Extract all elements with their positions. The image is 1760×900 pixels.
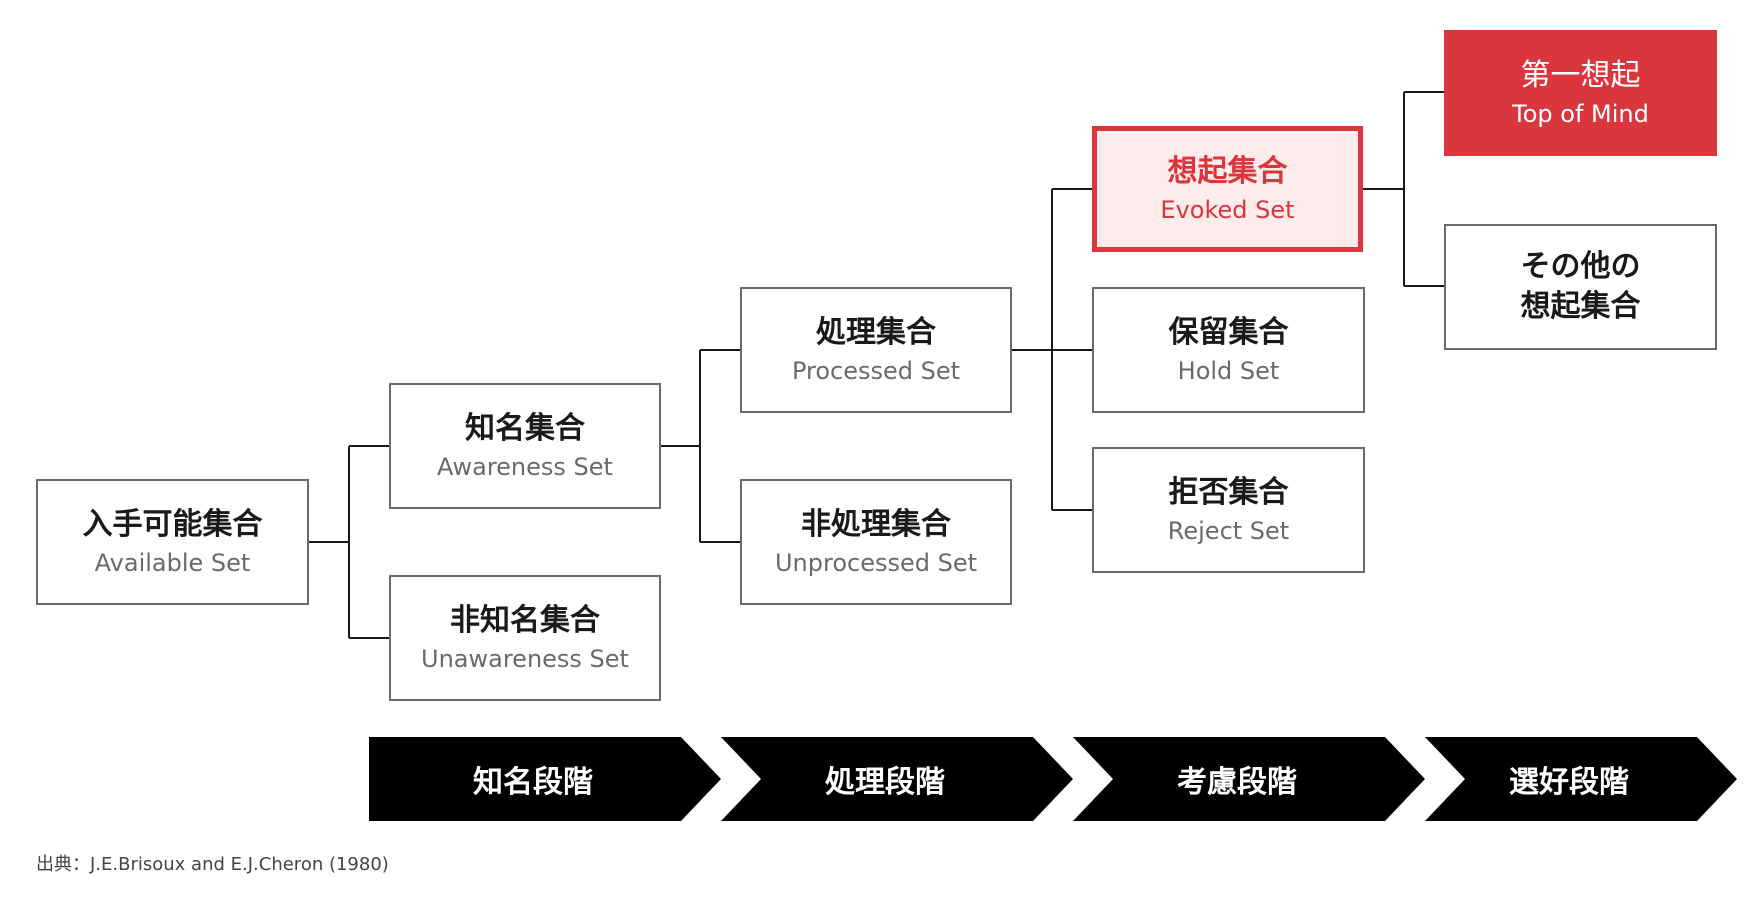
node-unawareness-set-jp: 非知名集合 [450,603,600,638]
node-processed-set-jp: 処理集合 [816,315,936,350]
node-unawareness-set-en: Unawareness Set [421,645,629,673]
stage-arrow-processing: 処理段階 [721,737,1073,821]
stage-arrow-preference: 選好段階 [1425,737,1737,821]
chevron-arrow-icon [1425,737,1737,821]
node-top-of-mind-en: Top of Mind [1512,100,1649,128]
node-other-evoked-set: その他の 想起集合 [1444,224,1717,350]
stage-arrow-consideration: 考慮段階 [1073,737,1425,821]
source-citation: 出典：J.E.Brisoux and E.J.Cheron (1980) [36,854,389,875]
node-awareness-set: 知名集合 Awareness Set [389,383,661,509]
node-hold-set: 保留集合 Hold Set [1092,287,1365,413]
node-top-of-mind-jp: 第一想起 [1520,58,1641,93]
stage-label-preference: 選好段階 [1509,765,1629,800]
node-top-of-mind: 第一想起 Top of Mind [1444,30,1717,156]
node-unawareness-set: 非知名集合 Unawareness Set [389,575,661,701]
node-hold-set-en: Hold Set [1177,357,1280,385]
node-available-set: 入手可能集合 Available Set [36,479,309,605]
stage-label-processing: 処理段階 [825,765,945,800]
stage-label-awareness: 知名段階 [473,765,593,800]
node-unprocessed-set-jp: 非処理集合 [801,507,951,542]
node-unprocessed-set-en: Unprocessed Set [774,549,978,577]
node-evoked-set-jp: 想起集合 [1167,154,1288,189]
node-processed-set-en: Processed Set [791,357,961,385]
node-reject-set: 拒否集合 Reject Set [1092,447,1365,573]
stage-arrow-awareness: 知名段階 [369,737,721,821]
chevron-arrow-icon [1073,737,1425,821]
stage-label-consideration: 考慮段階 [1177,765,1297,800]
node-available-set-jp: 入手可能集合 [82,507,263,542]
node-reject-set-jp: 拒否集合 [1168,475,1289,510]
chevron-arrow-icon [721,737,1073,821]
node-other-evoked-line1: その他の [1520,249,1641,284]
node-evoked-set-en: Evoked Set [1160,196,1295,224]
node-available-set-en: Available Set [94,549,251,577]
node-other-evoked-line2: 想起集合 [1520,289,1641,324]
node-awareness-set-jp: 知名集合 [465,411,585,446]
node-awareness-set-en: Awareness Set [437,453,613,481]
chevron-arrow-icon [369,737,721,821]
node-reject-set-en: Reject Set [1167,517,1290,545]
node-hold-set-jp: 保留集合 [1168,315,1289,350]
node-unprocessed-set: 非処理集合 Unprocessed Set [740,479,1012,605]
node-processed-set: 処理集合 Processed Set [740,287,1012,413]
node-evoked-set: 想起集合 Evoked Set [1092,126,1363,252]
